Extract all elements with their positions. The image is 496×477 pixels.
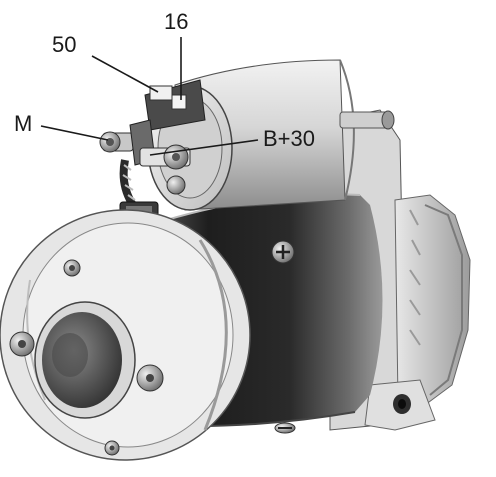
terminal-b30-stud: [139, 144, 191, 195]
leader-lines: [40, 37, 259, 156]
commutator-end-cap: [0, 209, 251, 461]
terminal-b30-label: B+30: [263, 126, 315, 151]
terminal-m-label: M: [14, 111, 33, 136]
solenoid: [144, 59, 395, 211]
leader-line-50: [91, 55, 159, 93]
terminal-50-label: 50: [52, 32, 77, 57]
terminal-16-label: 16: [164, 9, 189, 34]
leader-line-m: [40, 125, 109, 141]
leader-line-b30: [149, 139, 259, 156]
